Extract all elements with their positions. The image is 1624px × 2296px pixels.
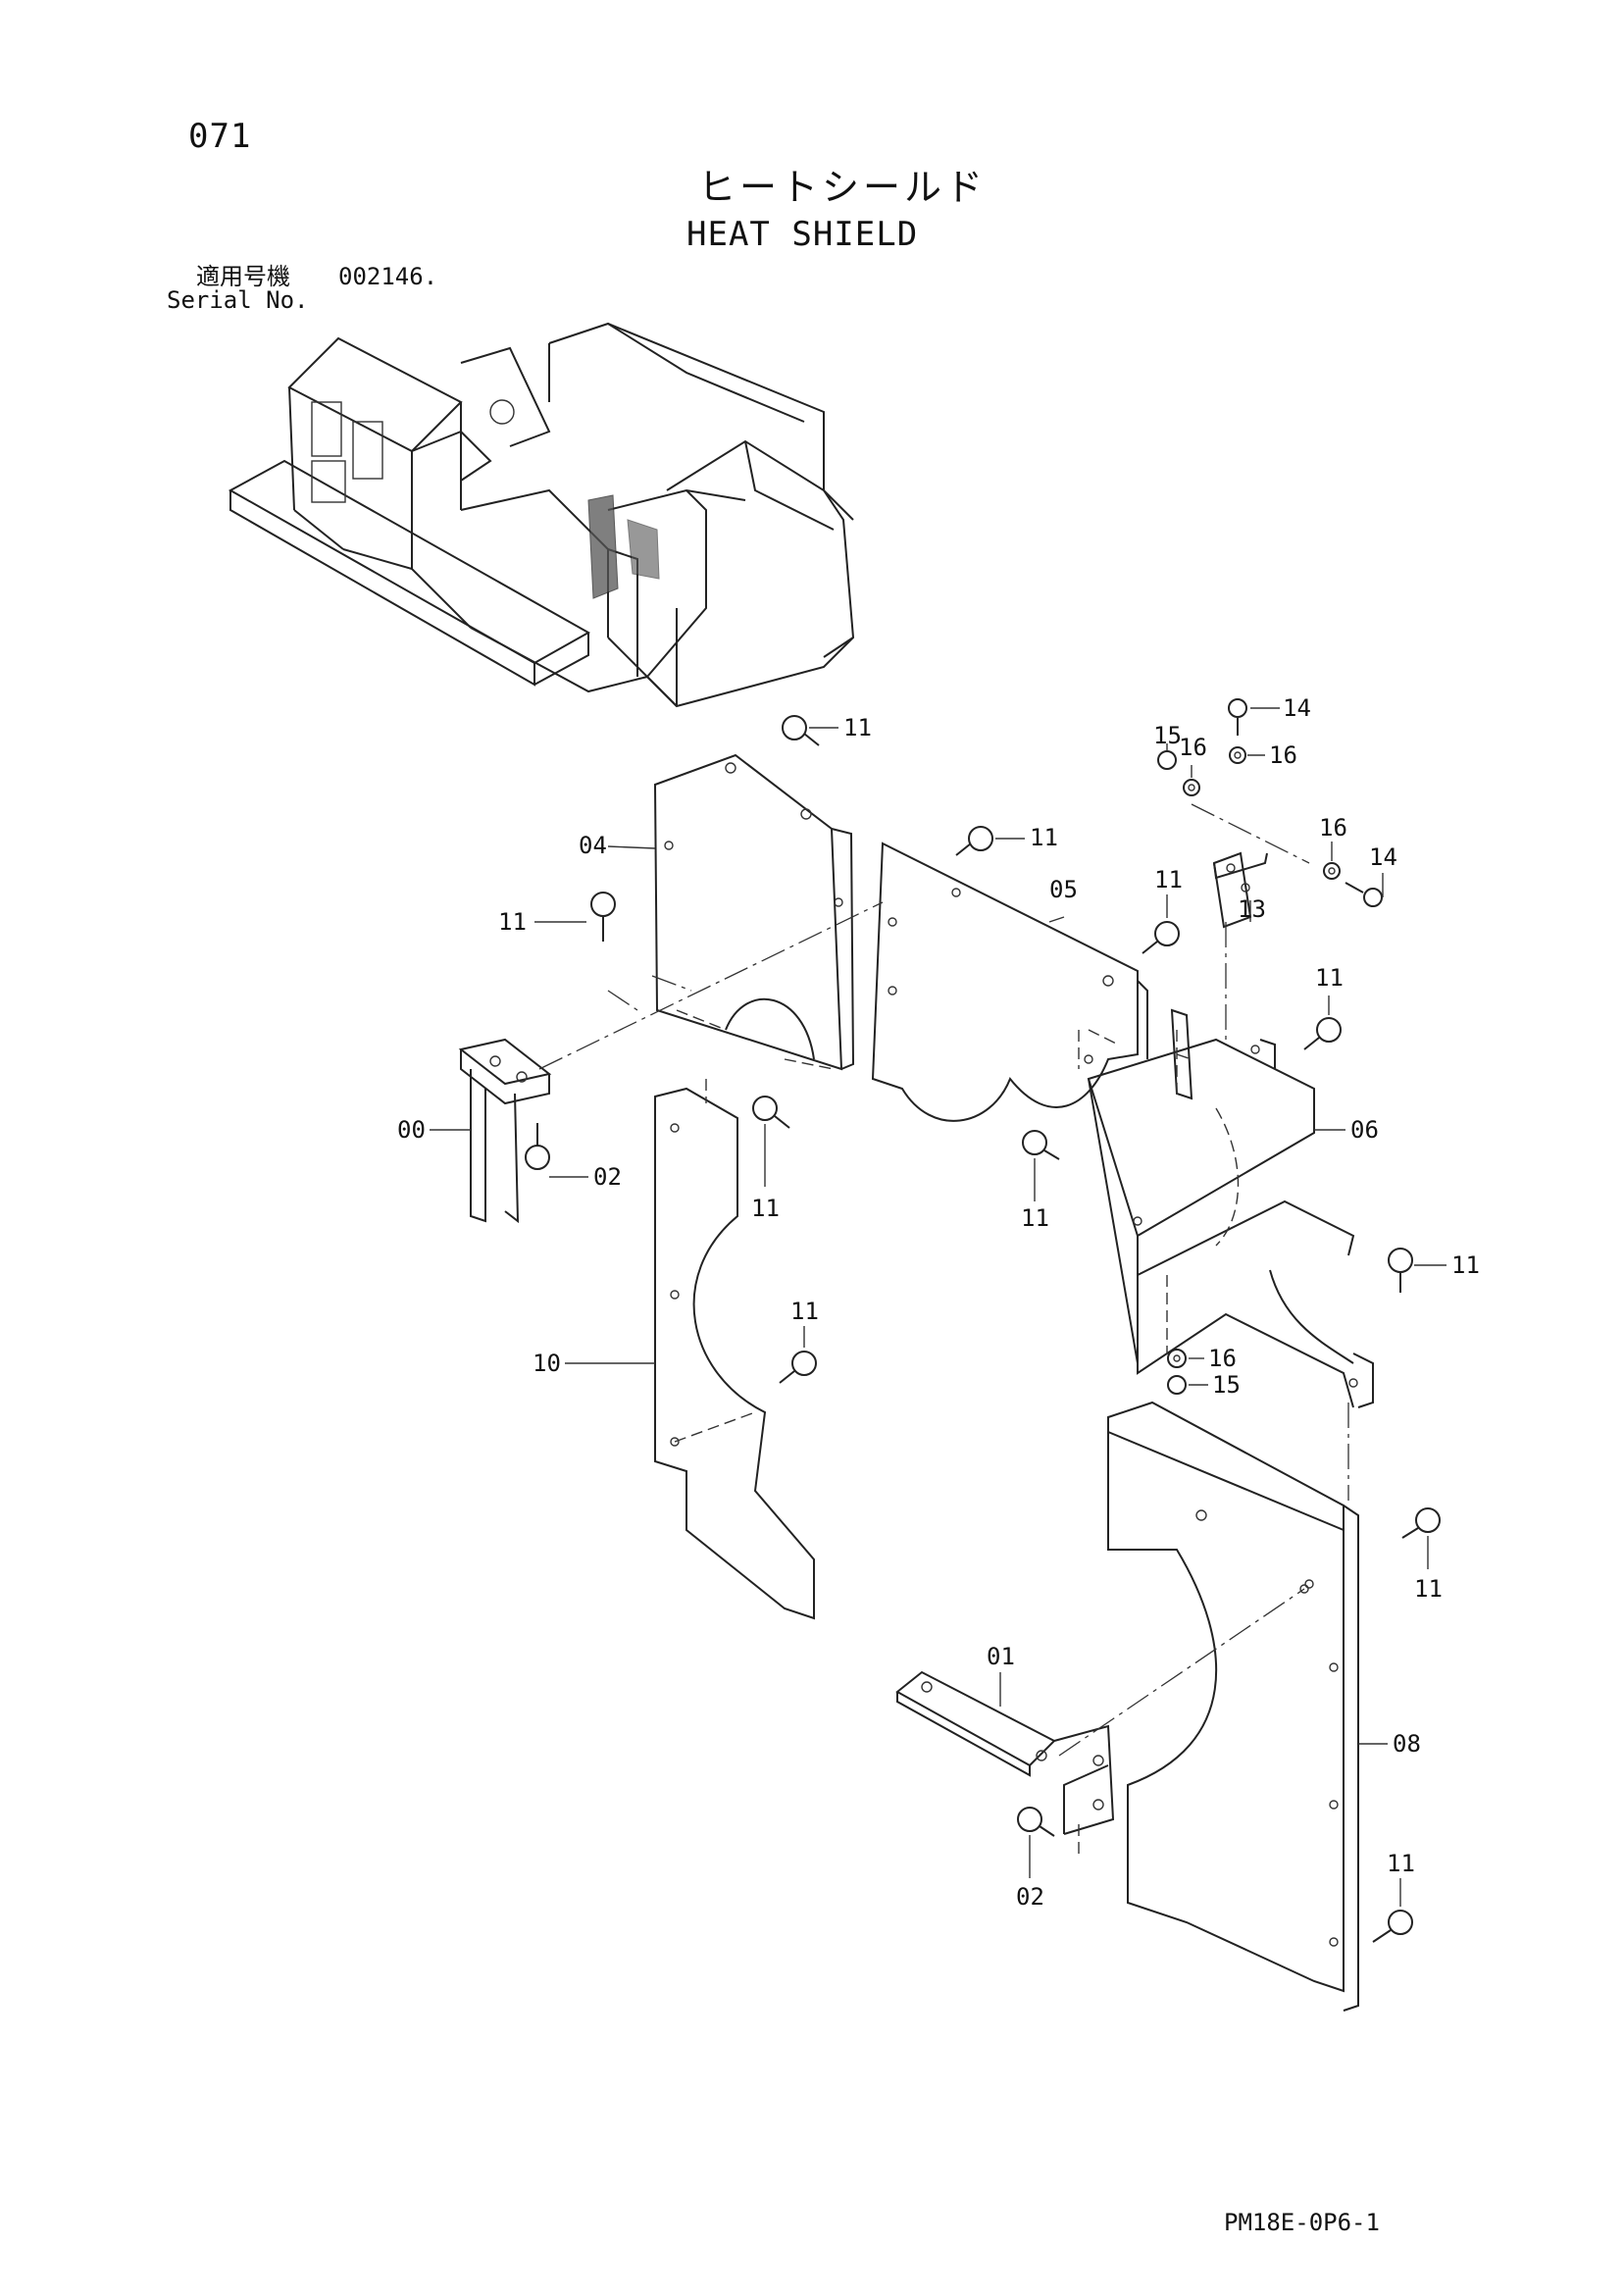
callout-02: 02 [1016, 1883, 1044, 1911]
callout-labels: 11 11 11 11 11 11 11 11 11 11 11 02 02 0… [397, 694, 1480, 1911]
bracket-00 [458, 1038, 552, 1224]
fasteners [525, 698, 1441, 1943]
serial-number-value: 002146. [338, 263, 438, 290]
callout-14: 14 [1283, 694, 1311, 722]
heat-shield-plate-05 [871, 842, 1148, 1122]
nut-15-a [1157, 750, 1177, 770]
bolt-11-e [1303, 1017, 1342, 1050]
callout-10: 10 [533, 1350, 561, 1377]
bolt-11-j [1401, 1507, 1441, 1539]
bracket-01 [895, 1670, 1115, 1854]
leader-lines [430, 707, 1446, 1907]
heat-shield-plate-08 [1107, 1401, 1359, 2012]
washer-16-d [1167, 1349, 1187, 1368]
assembly-center-lines [538, 803, 1349, 1757]
callout-16: 16 [1208, 1345, 1237, 1372]
callout-11: 11 [1021, 1204, 1049, 1232]
callout-02: 02 [593, 1163, 622, 1191]
bolt-11-g [1022, 1130, 1060, 1160]
bolt-11-a [782, 715, 820, 746]
callout-04: 04 [579, 832, 607, 859]
bolt-11-b [955, 826, 993, 856]
heat-shield-plate-04 [653, 753, 855, 1071]
bolt-14-b [1345, 882, 1383, 907]
washer-16-b [1229, 746, 1246, 764]
page-title: HEAT SHIELD [686, 215, 919, 254]
serial-label: Serial No. [167, 286, 309, 314]
callout-16: 16 [1179, 734, 1207, 761]
bolt-14-a [1228, 698, 1247, 736]
nut-15-b [1167, 1375, 1187, 1395]
bolt-11-f [752, 1096, 790, 1129]
callout-00: 00 [397, 1116, 426, 1144]
callout-11: 11 [1414, 1575, 1443, 1603]
bolt-11-c [590, 892, 616, 942]
callout-11: 11 [843, 714, 872, 741]
callout-13: 13 [1238, 895, 1266, 923]
callout-16: 16 [1319, 814, 1347, 842]
heat-shield-plate-10 [654, 1087, 815, 1620]
callout-15: 15 [1212, 1371, 1241, 1399]
serial-label-japanese: 適用号機 [196, 263, 290, 290]
callout-11: 11 [1030, 824, 1058, 851]
callout-11: 11 [498, 908, 527, 936]
heat-shield-duct-06 [1087, 1008, 1374, 1408]
document-code: PM18E-0P6-1 [1224, 2209, 1380, 2236]
callout-08: 08 [1393, 1730, 1421, 1758]
washer-16-c [1323, 862, 1341, 880]
bolt-02-a [525, 1123, 550, 1170]
callout-11: 11 [751, 1195, 780, 1222]
callout-15: 15 [1153, 722, 1182, 749]
callout-16: 16 [1269, 741, 1297, 769]
bolt-02-b [1017, 1807, 1055, 1837]
page-title-japanese: ヒートシールド [698, 166, 988, 209]
bolt-11-i [779, 1351, 817, 1384]
callout-06: 06 [1350, 1116, 1379, 1144]
callout-05: 05 [1049, 876, 1078, 903]
callout-11: 11 [790, 1298, 819, 1325]
page-number: 071 [188, 117, 252, 156]
callout-11: 11 [1315, 964, 1344, 992]
callout-11: 11 [1154, 866, 1183, 893]
bolt-11-k [1372, 1910, 1413, 1943]
callout-01: 01 [987, 1643, 1015, 1670]
callout-11: 11 [1387, 1850, 1415, 1877]
machine-overview-illustration [228, 322, 855, 708]
callout-11: 11 [1451, 1251, 1480, 1279]
callout-14: 14 [1369, 843, 1397, 871]
bolt-11-d [1142, 921, 1180, 954]
bolt-11-h [1388, 1248, 1413, 1293]
washer-16-a [1183, 779, 1200, 796]
